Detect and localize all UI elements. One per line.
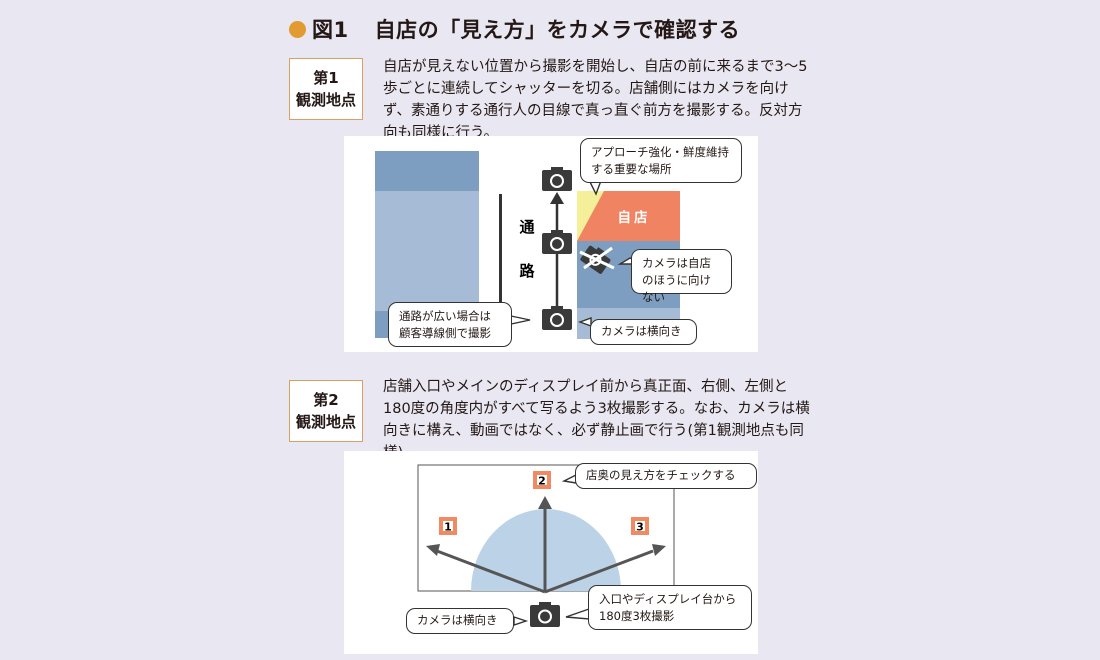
camera-icon-top: [542, 167, 572, 191]
arrow-head-icon: [550, 192, 564, 204]
callout-tail-wide-aisle: [510, 315, 531, 325]
section2-description: 店舗入口やメインのディスプレイ前から真正面、右側、左側と180度の角度内がすべて…: [383, 379, 810, 461]
callout-check-back: 店奥の見え方をチェックする: [575, 463, 757, 489]
arrow-front-head-icon: [538, 496, 552, 509]
badge-3-number: 3: [636, 521, 644, 534]
figure-label: 図1: [312, 18, 349, 42]
diagram-1-panel: 通 路 自店 アプローチ強化・鮮度維持する重要な場所 カメラは自店のほうに向けな…: [344, 136, 758, 352]
callout-important-area: アプローチ強化・鮮度維持する重要な場所: [580, 138, 742, 183]
label-line2: 観測地点: [295, 91, 356, 109]
aisle-label-1: 通: [519, 218, 534, 236]
observation-point-1-label: 第1 観測地点: [289, 58, 363, 120]
callout-tail-landscape-2: [513, 616, 529, 626]
label-line2: 観測地点: [295, 413, 356, 431]
callout-landscape-2: カメラは横向き: [406, 608, 514, 634]
important-area-highlight: [577, 191, 604, 241]
callout-not-facing-store: カメラは自店のほうに向けない: [631, 249, 732, 304]
camera-icon-entrance: [530, 602, 560, 627]
badge-2-number: 2: [538, 475, 546, 488]
badge-1-number: 1: [444, 521, 452, 534]
label-line1: 第2: [313, 391, 339, 409]
aisle-divider-line: [499, 194, 502, 322]
callout-180-degree: 入口やディスプレイ台から180度3枚撮影: [588, 585, 752, 630]
arrow-right-line: [544, 549, 654, 594]
label-line1: 第1: [313, 69, 339, 87]
orange-bullet-icon: [289, 20, 306, 38]
figure-title: 図1 自店の「見え方」をカメラで確認する: [289, 14, 740, 44]
arrow-left-line: [436, 549, 546, 594]
arrow-right-head-icon: [652, 544, 666, 556]
arrow-left-head-icon: [426, 544, 440, 556]
prohibited-slash-2: [583, 246, 613, 270]
section1-description: 自店が見えない位置から撮影を開始し、自店の前に来るまで3〜5歩ごとに連続してシャ…: [383, 59, 808, 141]
store-label: 自店: [618, 209, 651, 226]
figure-title-text: 自店の「見え方」をカメラで確認する: [374, 18, 741, 42]
callout-wide-aisle: 通路が広い場合は顧客導線側で撮影: [388, 302, 512, 347]
aisle-label-2: 路: [519, 262, 535, 280]
camera-icon-middle: [542, 230, 572, 254]
observation-point-2-label: 第2 観測地点: [289, 380, 363, 442]
diagram-2-panel: 1 2 3 店奥の見え方をチェックする カメラは横向き 入口やディスプレイ台から…: [344, 451, 758, 654]
camera-icon-bottom: [542, 306, 572, 330]
left-shelf-top: [375, 151, 479, 191]
callout-tail-180: [565, 608, 590, 620]
callout-landscape-1: カメラは横向き: [590, 319, 697, 345]
diagram-2-svg: 1 2 3: [417, 464, 675, 627]
